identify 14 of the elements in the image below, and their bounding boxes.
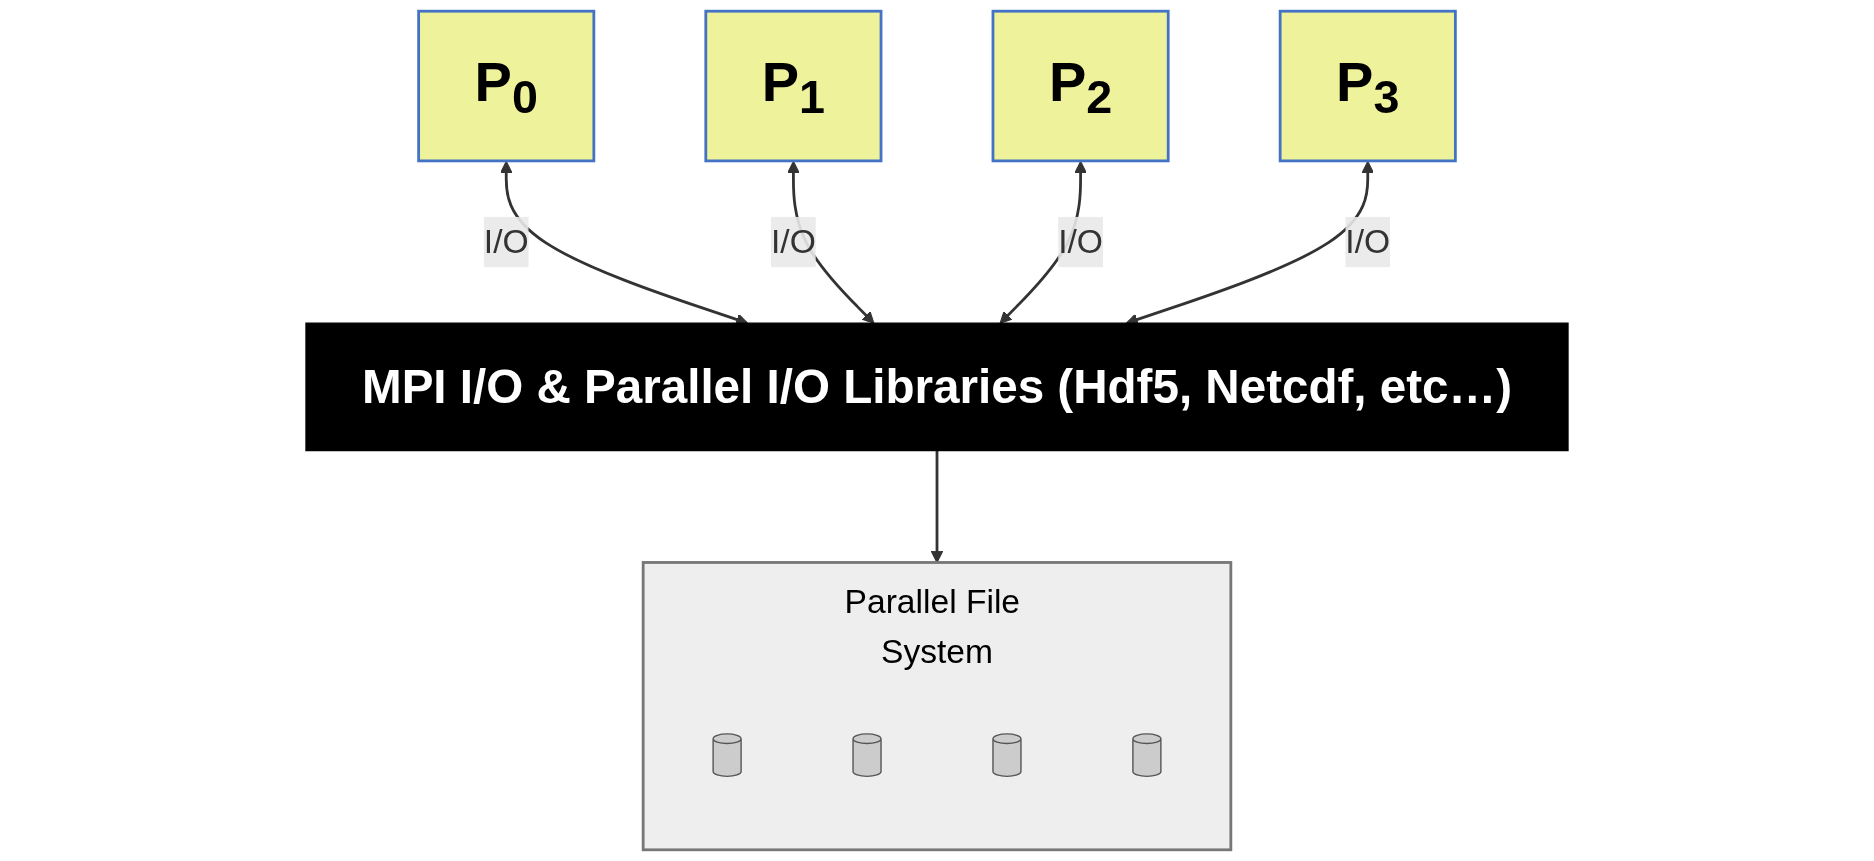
node-box: P$_{0}$: [417, 9, 596, 163]
node-cylinder: [992, 733, 1022, 778]
edge-label: I/O: [1345, 222, 1391, 261]
node-box: P$_{3}$: [1278, 9, 1457, 163]
node-cylinder: [712, 733, 742, 778]
node-box: P$_{1}$: [704, 9, 883, 163]
node-cylinder: [852, 733, 882, 778]
edge-label: I/O: [771, 222, 816, 261]
node-cylinder: [1132, 733, 1162, 778]
node-box: MPI I/O & Parallel I/O Libraries (Hdf5, Netcdf, etc…): [305, 322, 1569, 452]
cluster: Parallel File System: [641, 561, 1233, 852]
node-box: P$_{2}$: [991, 9, 1170, 163]
edge-label: I/O: [483, 222, 529, 261]
edge-label: I/O: [1058, 222, 1103, 261]
